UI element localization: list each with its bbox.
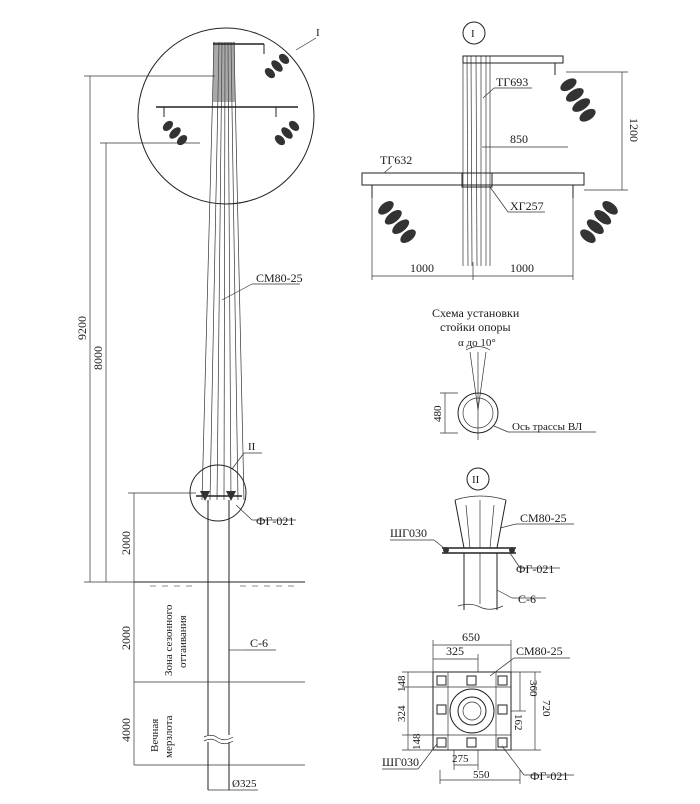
plan-dim-650: 650 xyxy=(462,630,480,644)
dim-1000-left: 1000 xyxy=(410,261,434,275)
plan-dim-148b: 148 xyxy=(411,733,423,750)
label-conductor: СМ80-25 xyxy=(256,271,303,285)
zone-thaw-1: Зона сезонного xyxy=(163,604,175,676)
plan-dim-550: 550 xyxy=(473,769,490,781)
plan-view: 650 325 СМ80-25 148 324 148 xyxy=(382,630,574,784)
plan-label-foundation: ФГ-021 xyxy=(530,769,568,783)
label-pile: С-6 xyxy=(250,636,268,650)
detail-2-view: II СМ80-25 ШГ030 ФГ-021 С-6 xyxy=(390,467,574,610)
scheme-title-2: стойки опоры xyxy=(440,320,511,334)
scheme-circle xyxy=(457,392,499,434)
install-scheme: Схема установки стойки опоры α до 10° 48… xyxy=(432,306,596,440)
scheme-diameter: 480 xyxy=(432,405,444,422)
plan-dim-325: 325 xyxy=(446,644,464,658)
plan-dim-162: 162 xyxy=(512,714,524,731)
detail-2-heading: II xyxy=(472,474,480,486)
dim-8000: 8000 xyxy=(91,346,105,370)
detail-circle-1 xyxy=(137,27,315,205)
plan-dim-720: 720 xyxy=(540,700,552,717)
d2-label-foundation: ФГ-021 xyxy=(516,562,554,576)
plan-dim-148a: 148 xyxy=(396,675,408,692)
dim-diameter: Ø325 xyxy=(232,778,257,790)
dim-2000-lower: 2000 xyxy=(119,626,133,650)
detail-1-insulator-right xyxy=(580,201,618,243)
dim-2000-upper: 2000 xyxy=(119,531,133,555)
label-tg693: ТГ693 xyxy=(496,75,528,89)
detail-1-view: I xyxy=(361,21,641,280)
detail-1-insulator-top xyxy=(560,78,596,122)
d2-label-bolt: ШГ030 xyxy=(390,526,427,540)
dim-850: 850 xyxy=(510,132,528,146)
pile xyxy=(203,500,234,790)
plan-label-conductor: СМ80-25 xyxy=(516,644,563,658)
scheme-title-1: Схема установки xyxy=(432,306,520,320)
scheme-angle: α до 10° xyxy=(458,337,496,349)
plan-dim-324: 324 xyxy=(396,705,408,722)
zone-perm-2: мерзлота xyxy=(163,715,175,758)
main-elevation: I xyxy=(75,27,320,791)
plan-label-bolt: ШГ030 xyxy=(382,755,419,769)
scheme-axis-label: Ось трассы ВЛ xyxy=(512,421,583,433)
zone-perm-1: Вечная xyxy=(149,719,161,752)
zone-thaw-2: оттаивания xyxy=(177,615,189,668)
dim-9200: 9200 xyxy=(75,316,89,340)
d2-label-pile: С-6 xyxy=(518,592,536,606)
plan-dim-360: 360 xyxy=(527,680,539,697)
insulator-right xyxy=(274,120,300,146)
label-tg632: ТГ632 xyxy=(380,153,412,167)
plan-dim-275: 275 xyxy=(452,753,469,765)
insulator-top xyxy=(264,53,290,79)
plan-outer-circle xyxy=(449,688,495,734)
d2-label-conductor: СМ80-25 xyxy=(520,511,567,525)
label-foundation: ФГ-021 xyxy=(256,514,294,528)
detail-1-insulator-left xyxy=(378,201,416,243)
dim-1000-right: 1000 xyxy=(510,261,534,275)
detail-1-heading: I xyxy=(471,28,475,40)
detail-2-marker: II xyxy=(248,441,256,453)
detail-1-marker: I xyxy=(316,27,320,39)
dim-1200: 1200 xyxy=(627,118,641,142)
dim-4000: 4000 xyxy=(119,718,133,742)
insulator-left xyxy=(162,120,188,146)
pole xyxy=(201,41,245,501)
label-hg257: ХГ257 xyxy=(510,199,544,213)
